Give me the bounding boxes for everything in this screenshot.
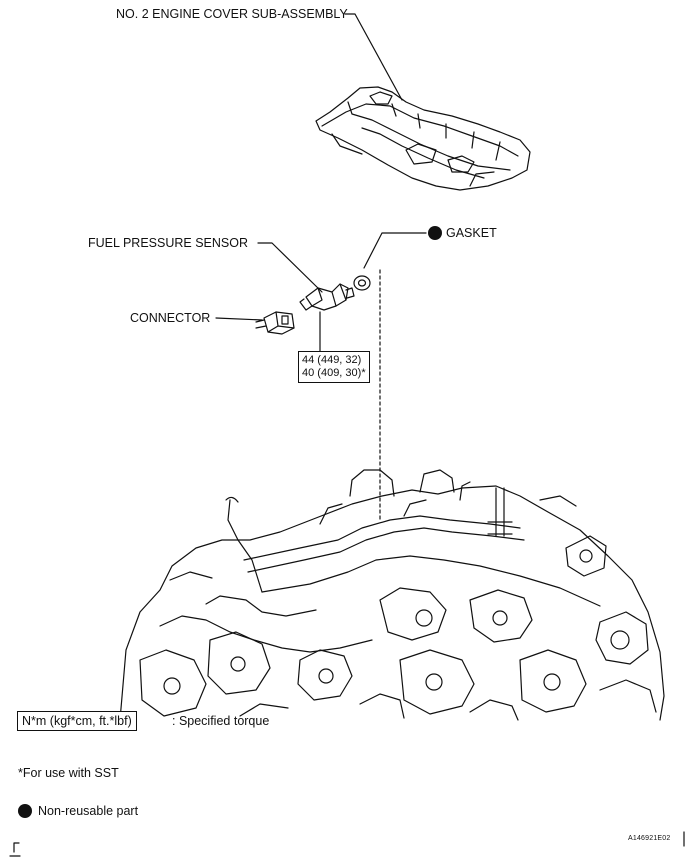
engine-cover-leader xyxy=(344,13,403,101)
corner-mark xyxy=(9,842,21,857)
non-reusable-legend-text: Non-reusable part xyxy=(38,804,139,818)
connector-illustration xyxy=(255,311,295,335)
gasket-leader xyxy=(363,232,427,269)
engine-illustration xyxy=(119,469,665,721)
torque-value-standard: 44 (449, 32) xyxy=(302,354,362,366)
connector-label: CONNECTOR xyxy=(130,311,211,325)
torque-spec-box: 44 (449, 32) 40 (409, 30)* xyxy=(298,351,370,383)
fuel-pressure-sensor-illustration xyxy=(299,283,355,311)
sensor-leader xyxy=(257,242,323,293)
gasket-label: GASKET xyxy=(446,226,497,240)
figure-id: A146921E02 xyxy=(628,835,671,842)
torque-units-legend-box: N*m (kgf*cm, ft.*lbf) xyxy=(17,711,137,731)
sst-note: *For use with SST xyxy=(18,766,119,780)
connector-leader xyxy=(215,317,263,321)
non-reusable-dot-icon xyxy=(428,226,442,240)
engine-cover-illustration xyxy=(315,86,531,191)
gasket-illustration xyxy=(353,275,371,291)
legend-non-reusable-dot-icon xyxy=(18,804,32,818)
engine-cover-label: NO. 2 ENGINE COVER SUB-ASSEMBLY xyxy=(116,7,348,21)
torque-legend-text: : Specified torque xyxy=(172,714,270,728)
fuel-pressure-sensor-label: FUEL PRESSURE SENSOR xyxy=(88,236,248,250)
torque-value-sst: 40 (409, 30)* xyxy=(302,367,366,379)
